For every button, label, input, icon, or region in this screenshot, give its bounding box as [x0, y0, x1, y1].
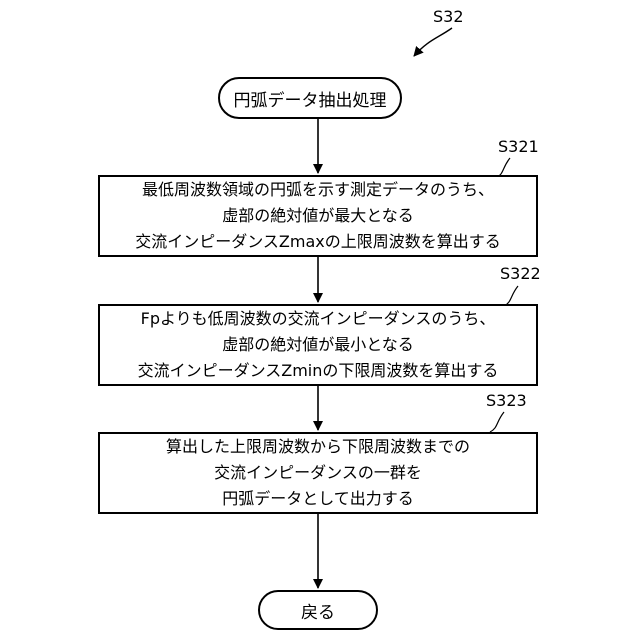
- s322-ref-label: S322: [500, 265, 541, 283]
- s322-line-3: 交流インピーダンスZminの下限周波数を算出する: [138, 358, 499, 384]
- s321-line-3: 交流インピーダンスZmaxの上限周波数を算出する: [135, 229, 501, 255]
- s321-line-1: 最低周波数領域の円弧を示す測定データのうち、: [142, 177, 494, 203]
- s323-ref-label: S323: [486, 392, 527, 410]
- end-terminal-label: 戻る: [301, 598, 335, 623]
- end-terminal: 戻る: [258, 590, 378, 630]
- s321-line-2: 虚部の絶対値が最大となる: [222, 203, 414, 229]
- process-box-s323: 算出した上限周波数から下限周波数までの 交流インピーダンスの一群を 円弧データと…: [98, 432, 538, 514]
- s322-line-1: Fpよりも低周波数の交流インピーダンスのうち、: [141, 306, 496, 332]
- s323-line-2: 交流インピーダンスの一群を: [214, 460, 422, 486]
- s322-line-2: 虚部の絶対値が最小となる: [222, 332, 414, 358]
- s323-line-3: 円弧データとして出力する: [222, 486, 414, 512]
- process-box-s322: Fpよりも低周波数の交流インピーダンスのうち、 虚部の絶対値が最小となる 交流イ…: [98, 304, 538, 386]
- start-terminal: 円弧データ抽出処理: [218, 77, 402, 119]
- s323-line-1: 算出した上限周波数から下限周波数までの: [166, 434, 470, 460]
- s32-ref-label: S32: [433, 8, 464, 26]
- s321-ref-label: S321: [498, 138, 539, 156]
- s32-leader-arrow: [414, 28, 452, 56]
- process-box-s321: 最低周波数領域の円弧を示す測定データのうち、 虚部の絶対値が最大となる 交流イン…: [98, 175, 538, 257]
- s322-leader: [504, 286, 518, 306]
- start-terminal-label: 円弧データ抽出処理: [234, 86, 387, 111]
- s323-leader: [490, 412, 504, 432]
